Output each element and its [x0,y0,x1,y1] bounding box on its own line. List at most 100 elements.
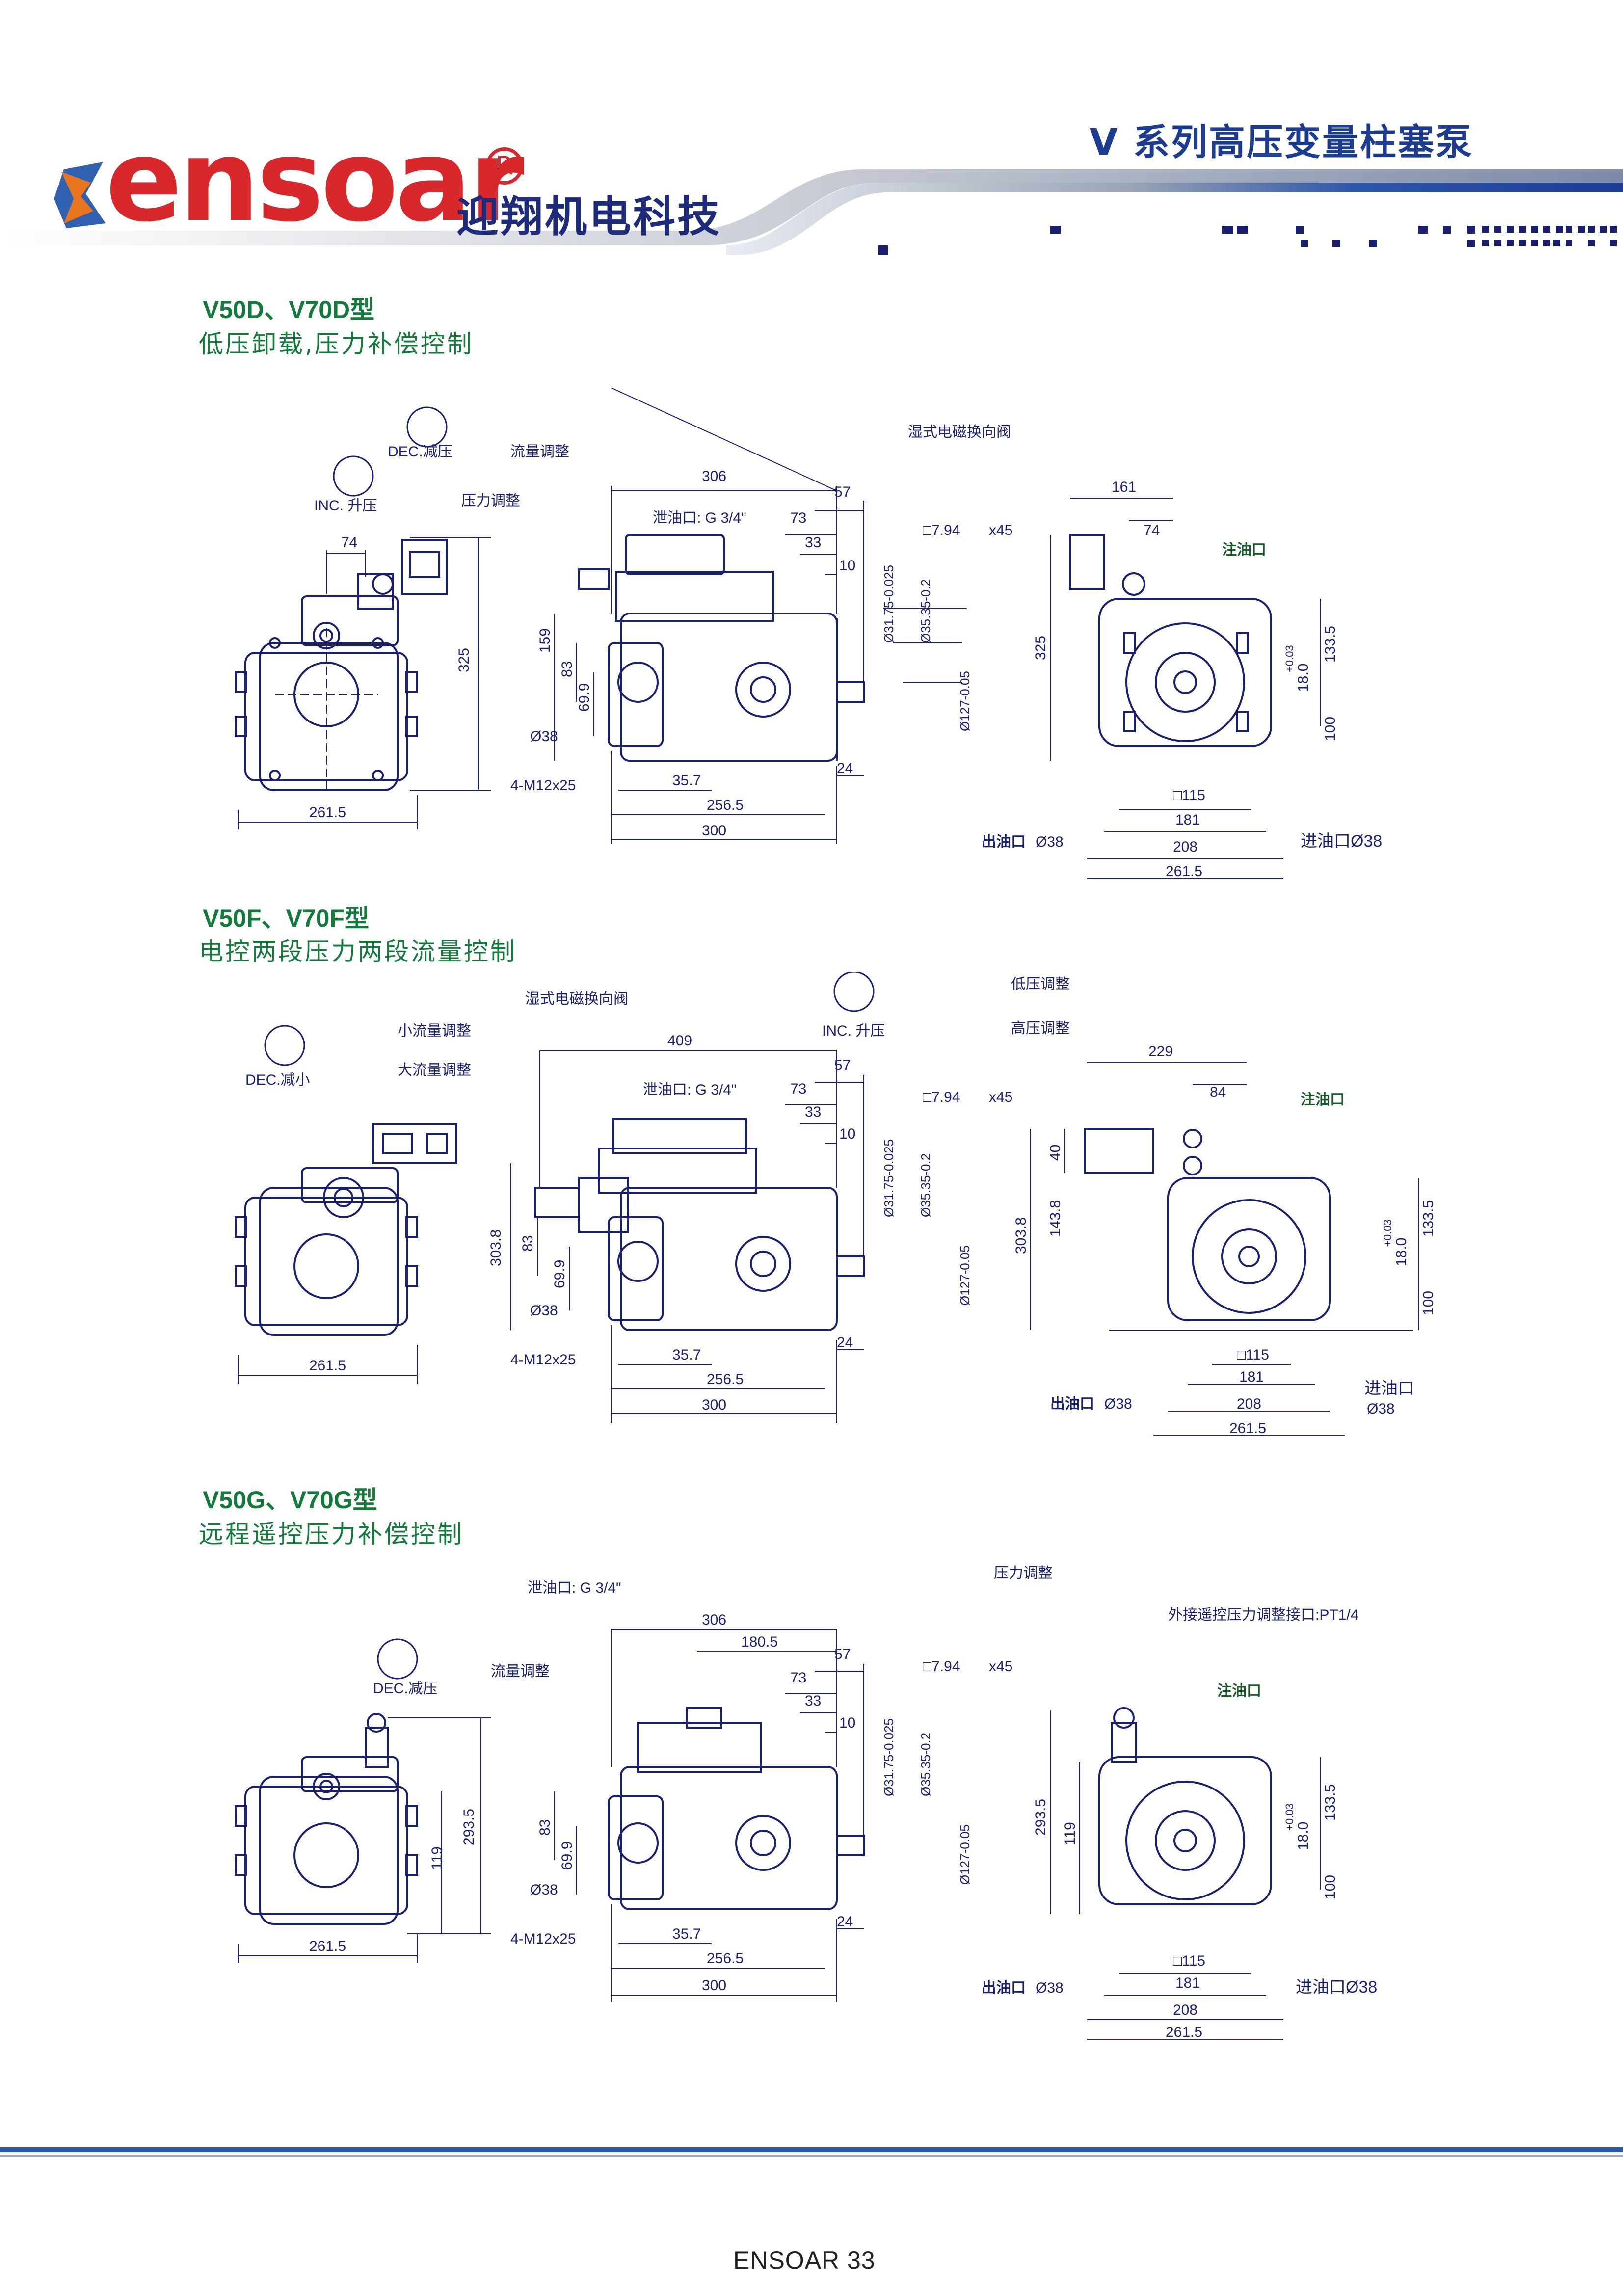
dim-side-57: 57 [834,1057,851,1073]
side-view-dimensions [554,1629,864,2002]
label-shaft2: Ø35.35-0.2 [918,1153,933,1217]
dim-rear-1438: 143.8 [1047,1200,1064,1237]
dim-side-33: 33 [805,1104,821,1120]
rear-view-pump [1098,1707,1272,1905]
label-pressure-adj: 压力调整 [994,1565,1053,1581]
dim-rear-208: 208 [1237,1396,1261,1412]
dim-rear-2615: 261.5 [1166,2024,1202,2040]
registered-trademark-icon: R [486,147,523,185]
label-out-port-dia: Ø38 [1036,834,1064,850]
series-title: V 系列高压变量柱塞泵 [1090,121,1474,163]
dim-rear-100: 100 [1322,717,1338,741]
dim-front-3038: 303.8 [488,1229,504,1266]
dim-rear-18: 18.0 [1295,1822,1311,1850]
label-flow-adj: 流量调整 [491,1663,550,1680]
dim-rear-100: 100 [1322,1875,1338,1899]
label-solenoid-valve: 湿式电磁换向阀 [525,991,628,1007]
dim-rear-100: 100 [1420,1291,1437,1315]
dim-rear-2935: 293.5 [1033,1799,1049,1836]
section-2-desc: 电控两段压力两段流量控制 [199,937,517,966]
dim-side-357: 35.7 [672,1926,701,1942]
label-shaft1: Ø31.75-0.025 [881,1139,896,1217]
section-1-drawing: 74 325 261.5 INC. 升压 DEC.减压 306 [0,387,1623,900]
label-shaft1: Ø31.75-0.025 [881,1718,896,1796]
dim-rear-84: 84 [1210,1084,1226,1100]
logo-emblem-icon [54,162,106,228]
dim-side-83: 83 [537,1819,553,1836]
dim-rear-74: 74 [1144,522,1160,538]
dim-rear-325: 325 [1033,636,1049,660]
label-shaft3: Ø127-0.05 [958,671,972,731]
label-bolts: 4-M12x25 [510,1931,576,1947]
dim-rear-18tol: +0.03 [1283,1803,1296,1831]
front-view-pump [235,1123,457,1336]
dim-side-57: 57 [834,1646,851,1662]
dim-rear-181: 181 [1175,812,1200,828]
label-d38: Ø38 [530,1303,558,1319]
rear-view-pump [1069,534,1272,747]
dim-side-357: 35.7 [672,1347,701,1363]
dim-rear-181: 181 [1175,1975,1200,1991]
label-out-port-dia: Ø38 [1104,1396,1132,1412]
dim-side-69: 69.9 [552,1260,568,1288]
label-out-port: 出油口 [982,1980,1026,1996]
label-drain-port: 泄油口: G 3/4" [528,1580,621,1596]
dim-front-261: 261.5 [309,1358,346,1374]
dim-side-2565: 256.5 [707,1950,744,1967]
dim-rear-3038: 303.8 [1013,1217,1029,1254]
section-1-model: V50D、V70D型 [203,296,375,323]
section-3-drawing: 261.5 119 293.5 DEC.减压 306 180.5 57 73 3… [0,1561,1623,2058]
label-bolts: 4-M12x25 [510,1352,576,1368]
dim-side-24: 24 [837,1335,853,1351]
label-key-len: x45 [989,1658,1012,1675]
dim-rear-18: 18.0 [1393,1238,1410,1266]
dim-rear-229: 229 [1148,1043,1173,1060]
label-remote-port: 外接遥控压力调整接口:PT1/4 [1168,1607,1358,1623]
front-view-dimensions [238,1638,491,1963]
dim-rear-1335: 133.5 [1420,1200,1437,1237]
label-high-pressure: 高压调整 [1011,1020,1070,1037]
dim-side-10: 10 [839,1126,855,1142]
label-shaft2: Ø35.35-0.2 [918,579,933,643]
rear-view-dimensions [1050,1710,1321,2040]
dim-front-261: 261.5 [309,1938,346,1954]
dim-front-261: 261.5 [309,804,346,821]
footer-rule [0,2147,1623,2157]
dim-side-306: 306 [702,1612,726,1628]
dim-side-300: 300 [702,1397,726,1413]
dim-rear-208: 208 [1173,839,1197,855]
header-dot-pattern [878,226,1617,255]
dim-side-24: 24 [837,760,853,776]
dim-rear-2615: 261.5 [1229,1420,1266,1437]
rear-view-dimensions [1030,1062,1419,1436]
label-small-flow: 小流量调整 [398,1023,471,1039]
label-in-port: 进油口 [1364,1379,1414,1398]
section-2-drawing: 261.5 DEC.减小 409 57 73 33 10 303.8 83 69 [0,971,1623,1479]
label-out-port-dia: Ø38 [1036,1980,1064,1996]
label-sq115: □115 [1173,787,1205,803]
label-out-port: 出油口 [1050,1396,1094,1412]
dim-side-73: 73 [790,1081,806,1097]
side-view-dimensions [510,1050,864,1423]
dim-rear-1335: 133.5 [1322,1784,1338,1821]
label-key: □7.94 [923,522,960,538]
label-sq115: □115 [1173,1953,1205,1969]
label-shaft2: Ø35.35-0.2 [918,1733,933,1796]
label-key-len: x45 [989,522,1012,538]
dim-rear-1335: 133.5 [1322,626,1338,663]
dim-side-83: 83 [559,661,575,677]
label-key-len: x45 [989,1089,1012,1105]
label-out-port: 出油口 [982,834,1026,850]
label-in-port-dia: Ø38 [1367,1401,1395,1417]
label-large-flow: 大流量调整 [398,1062,471,1078]
dim-side-10: 10 [839,558,855,574]
label-key: □7.94 [923,1089,960,1105]
dim-rear-18tol: +0.03 [1283,645,1296,672]
label-key: □7.94 [923,1658,960,1675]
dim-side-159: 159 [537,628,553,653]
inc-arrow-icon [833,971,875,1012]
dim-side-2565: 256.5 [707,1371,744,1388]
label-in-port: 进油口Ø38 [1296,1978,1377,1997]
label-d38: Ø38 [530,1882,558,1898]
dim-side-2565: 256.5 [707,797,744,813]
